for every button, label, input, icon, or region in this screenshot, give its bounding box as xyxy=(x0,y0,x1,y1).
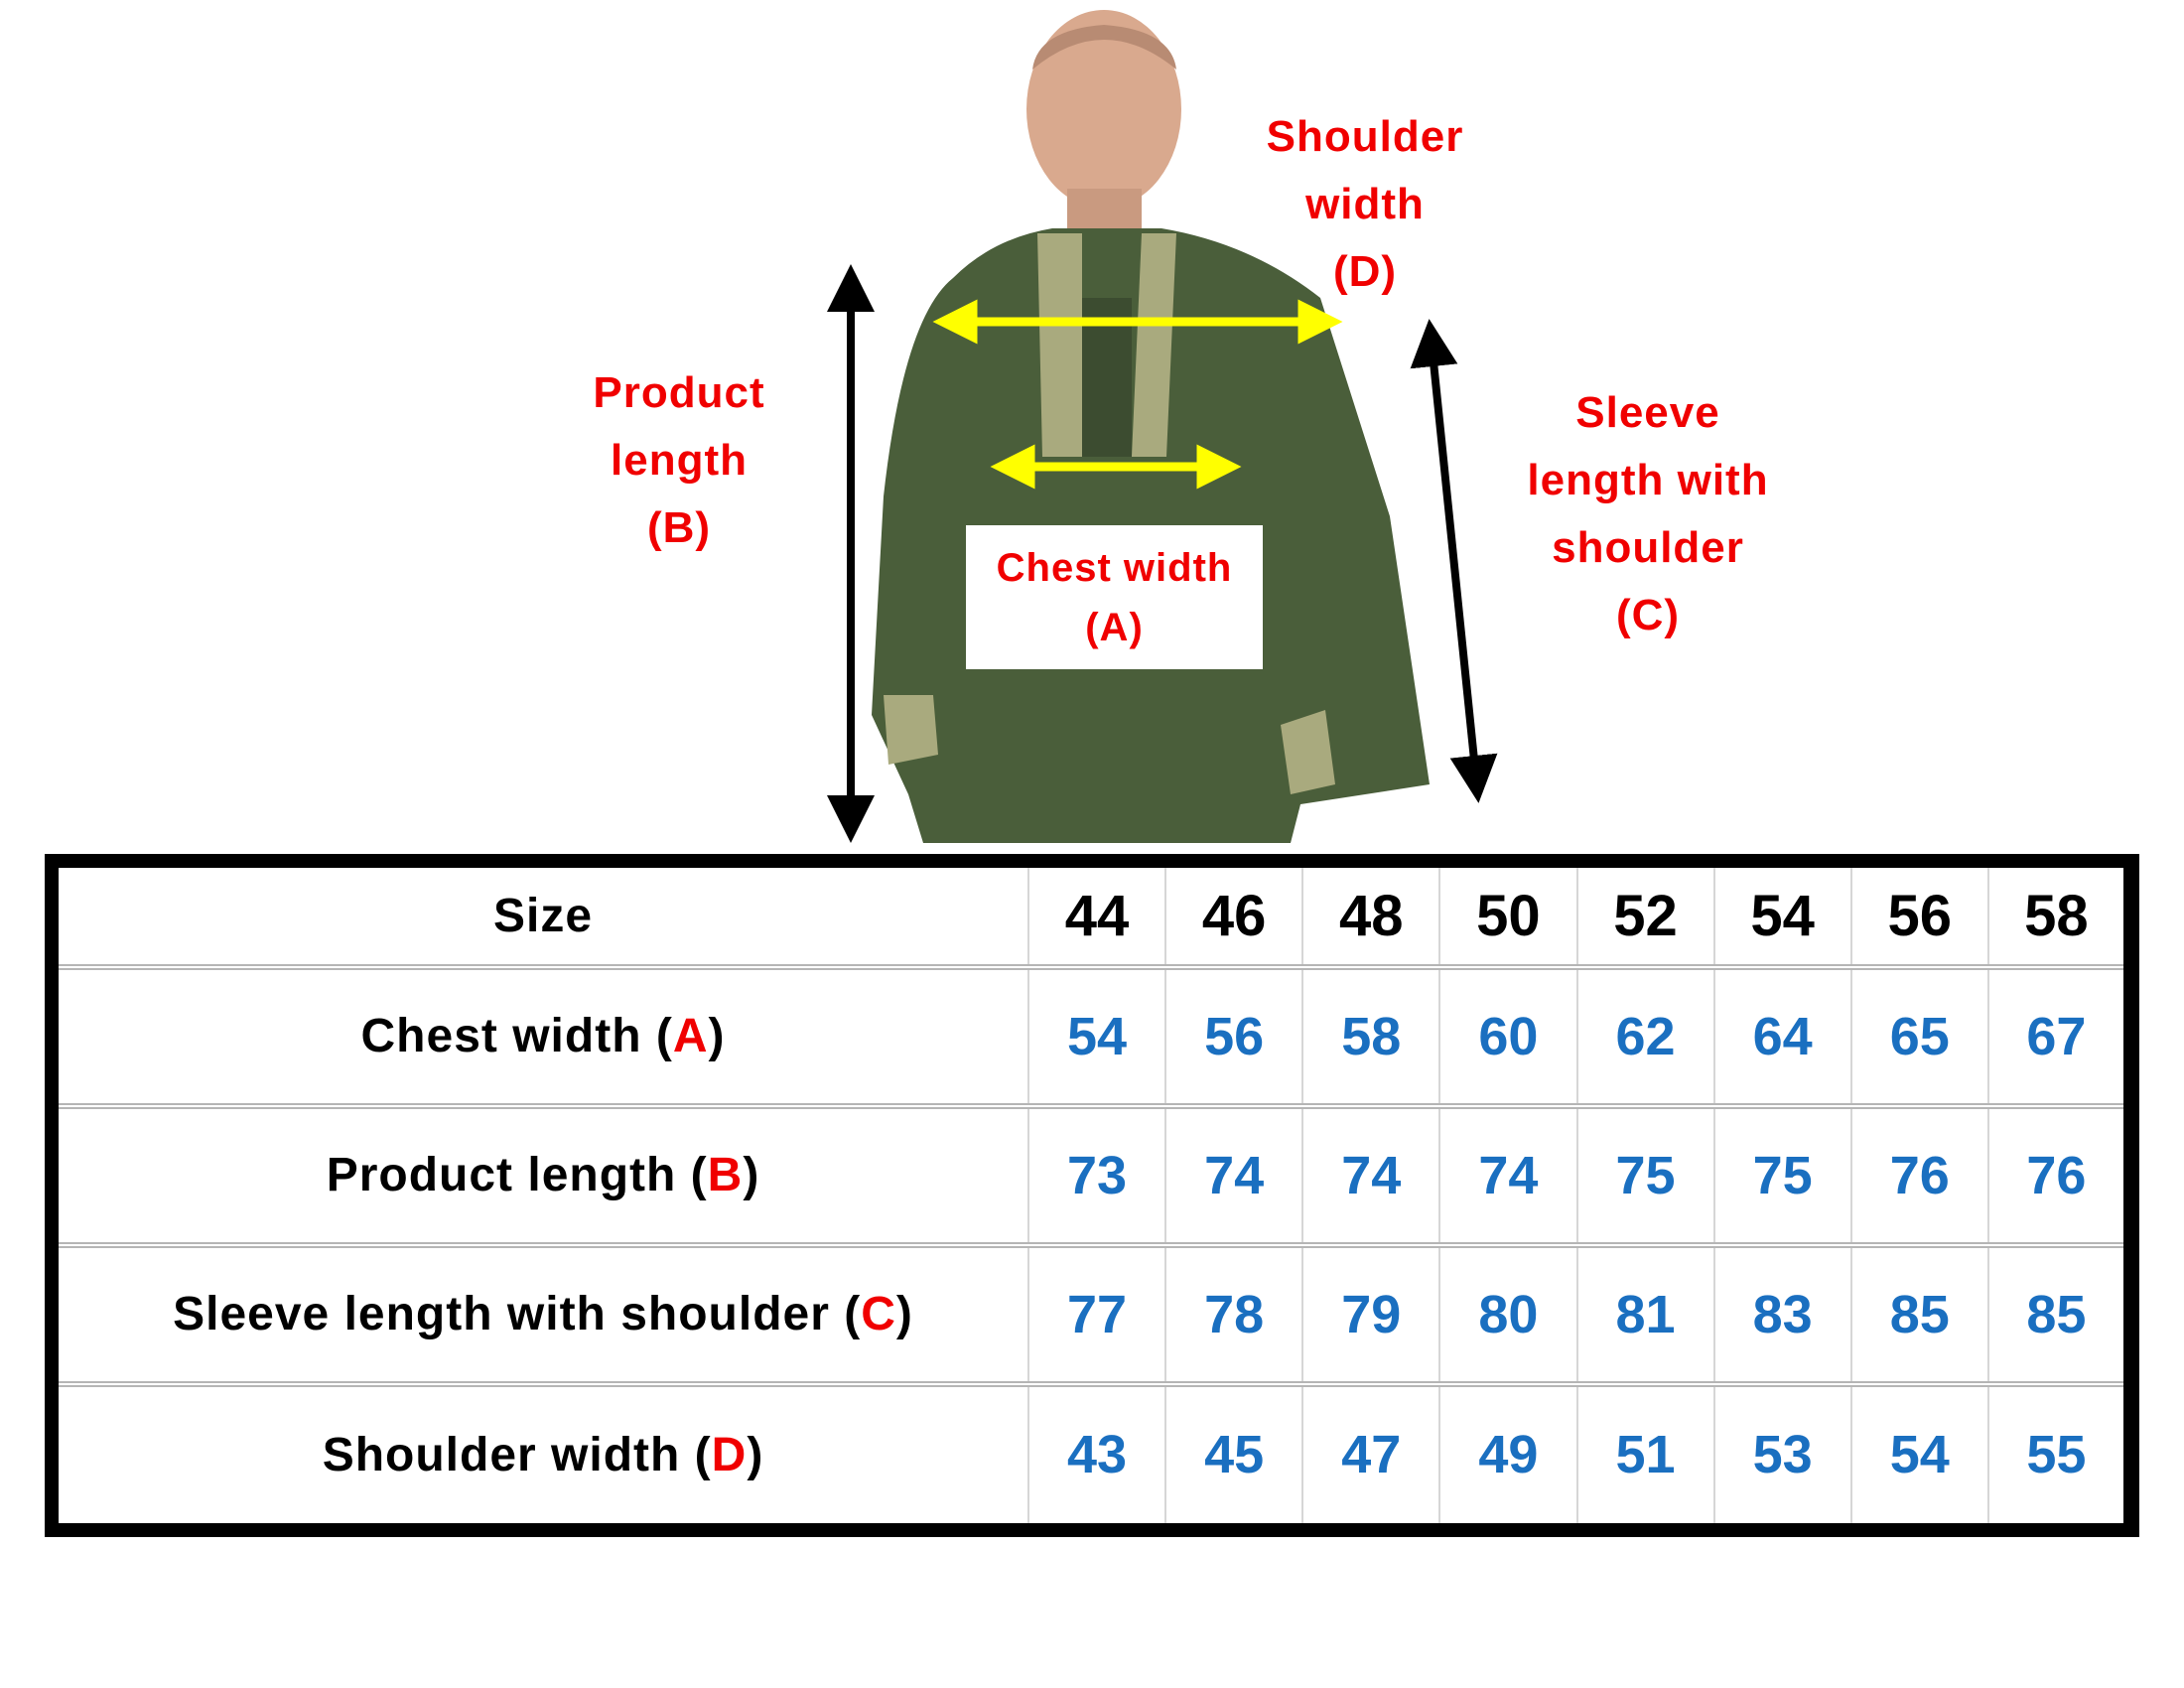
label-line: (A) xyxy=(1085,605,1144,649)
value-cell: 74 xyxy=(1438,1105,1577,1248)
value-cell: 56 xyxy=(1164,966,1303,1109)
value-cell: 45 xyxy=(1164,1383,1303,1523)
label-line: Shoulder xyxy=(1266,112,1464,161)
value-cell: 77 xyxy=(1026,1244,1166,1387)
label-line: (B) xyxy=(646,503,712,552)
value-cell: 81 xyxy=(1575,1244,1714,1387)
value-cell: 65 xyxy=(1849,966,1988,1109)
size-cell: 50 xyxy=(1438,868,1577,970)
label-line: Chest width xyxy=(996,545,1233,590)
label-line: (D) xyxy=(1332,247,1398,296)
row-label-close: ) xyxy=(895,1288,913,1341)
value-cell: 85 xyxy=(1986,1244,2123,1387)
row-label-close: ) xyxy=(743,1149,760,1202)
value-cell: 75 xyxy=(1575,1105,1714,1248)
size-header: Size xyxy=(59,868,1028,970)
value-cell: 76 xyxy=(1986,1105,2123,1248)
row-label-text: Product length ( xyxy=(326,1149,708,1202)
row-label-close: ) xyxy=(747,1428,764,1481)
value-cell: 60 xyxy=(1438,966,1577,1109)
value-cell: 83 xyxy=(1712,1244,1851,1387)
label-line: width xyxy=(1305,180,1425,228)
value-cell: 74 xyxy=(1301,1105,1440,1248)
size-cell: 52 xyxy=(1575,868,1714,970)
value-cell: 54 xyxy=(1026,966,1166,1109)
size-cell: 48 xyxy=(1301,868,1440,970)
row-label-letter: D xyxy=(711,1428,748,1481)
value-cell: 85 xyxy=(1849,1244,1988,1387)
label-line: (C) xyxy=(1615,591,1681,639)
label-line: Sleeve xyxy=(1575,388,1720,437)
label-line: length with xyxy=(1527,456,1769,504)
value-cell: 53 xyxy=(1712,1383,1851,1523)
value-cell: 75 xyxy=(1712,1105,1851,1248)
value-cell: 55 xyxy=(1986,1383,2123,1523)
label-line: Product xyxy=(593,368,765,417)
size-cell: 58 xyxy=(1986,868,2123,970)
shoulder-width-label: Shoulder width (D) xyxy=(1226,103,1504,306)
label-line: shoulder xyxy=(1552,523,1744,572)
value-cell: 67 xyxy=(1986,966,2123,1109)
value-cell: 62 xyxy=(1575,966,1714,1109)
value-cell: 51 xyxy=(1575,1383,1714,1523)
row-label: Shoulder width (D) xyxy=(59,1384,1028,1523)
value-cell: 73 xyxy=(1026,1105,1166,1248)
row-label-letter: A xyxy=(672,1010,709,1063)
size-cell: 44 xyxy=(1026,868,1166,970)
row-label-letter: B xyxy=(707,1149,744,1202)
sleeve-length-label: Sleeve length with shoulder (C) xyxy=(1479,379,1817,649)
row-label: Sleeve length with shoulder (C) xyxy=(59,1244,1028,1387)
value-cell: 80 xyxy=(1438,1244,1577,1387)
size-cell: 46 xyxy=(1164,868,1303,970)
value-cell: 74 xyxy=(1164,1105,1303,1248)
value-cell: 54 xyxy=(1849,1383,1988,1523)
size-cell: 56 xyxy=(1849,868,1988,970)
row-label-text: Sleeve length with shoulder ( xyxy=(173,1288,862,1341)
value-cell: 43 xyxy=(1026,1383,1166,1523)
row-label-text: Shoulder width ( xyxy=(322,1428,712,1481)
row-label: Product length (B) xyxy=(59,1105,1028,1248)
row-label-text: Chest width ( xyxy=(360,1010,673,1063)
sleeve-length-arrow xyxy=(1410,319,1498,803)
row-label-close: ) xyxy=(708,1010,726,1063)
model-photo xyxy=(827,10,1498,843)
value-cell: 49 xyxy=(1438,1383,1577,1523)
product-length-label: Product length (B) xyxy=(540,359,818,562)
chest-width-label: Chest width (A) xyxy=(966,525,1263,669)
value-cell: 76 xyxy=(1849,1105,1988,1248)
value-cell: 64 xyxy=(1712,966,1851,1109)
row-label: Chest width (A) xyxy=(59,966,1028,1109)
value-cell: 79 xyxy=(1301,1244,1440,1387)
value-cell: 78 xyxy=(1164,1244,1303,1387)
size-cell: 54 xyxy=(1712,868,1851,970)
value-cell: 47 xyxy=(1301,1383,1440,1523)
label-line: length xyxy=(611,436,748,485)
value-cell: 58 xyxy=(1301,966,1440,1109)
row-label-letter: C xyxy=(861,1288,896,1341)
